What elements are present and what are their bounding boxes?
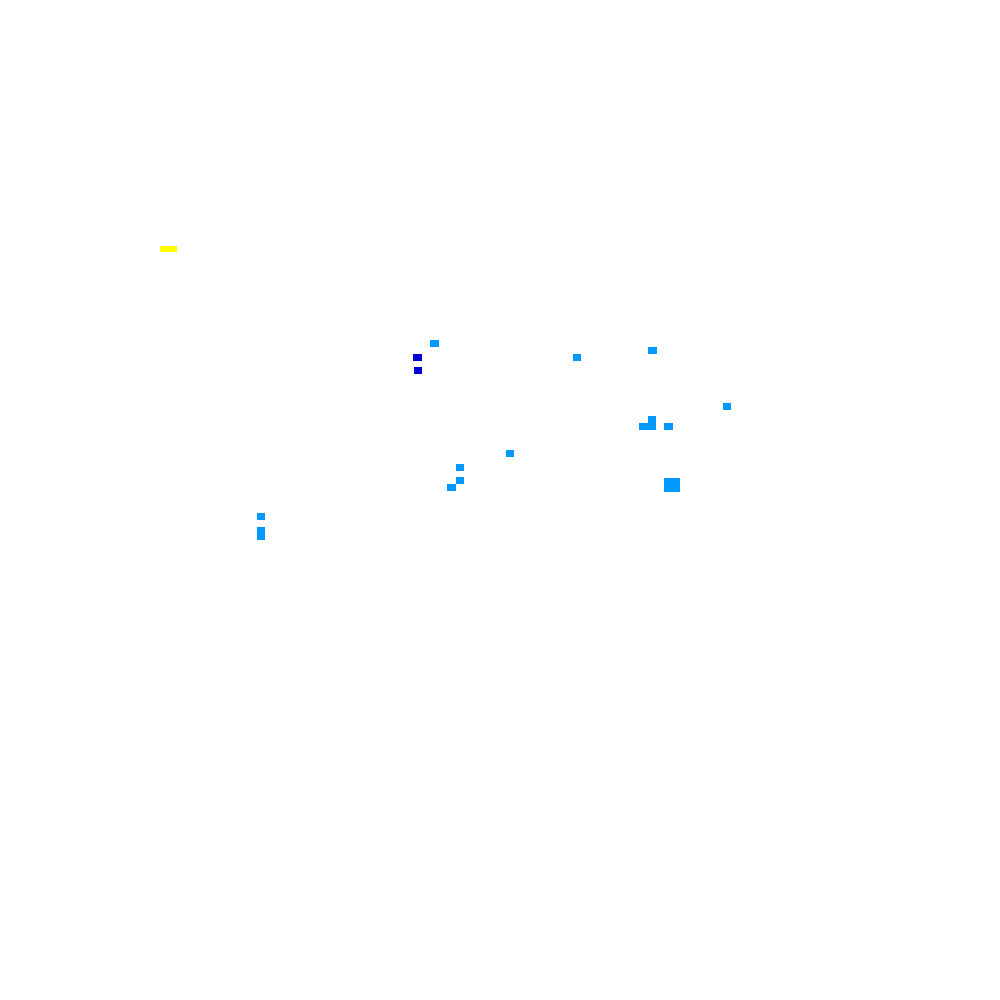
medium-value-cell-16 — [257, 513, 265, 520]
medium-value-cell-7 — [723, 403, 731, 410]
medium-value-cell-8 — [648, 416, 656, 423]
medium-value-cell-5 — [573, 354, 581, 361]
medium-value-cell-14 — [447, 484, 456, 491]
medium-value-cell-6 — [648, 347, 657, 354]
low-value-cell-4 — [414, 367, 422, 374]
medium-value-cell-11 — [506, 450, 514, 457]
high-value-cell-1 — [160, 246, 177, 252]
medium-value-cell-15 — [664, 478, 680, 492]
medium-value-cell-17 — [257, 527, 265, 534]
medium-value-cell-10 — [664, 423, 673, 430]
low-value-cell-3 — [413, 354, 422, 361]
medium-value-cell-9 — [639, 423, 656, 430]
medium-value-cell-18 — [257, 533, 265, 540]
medium-value-cell-12 — [456, 464, 464, 471]
medium-value-cell-13 — [456, 477, 464, 484]
medium-value-cell-2 — [430, 340, 439, 347]
